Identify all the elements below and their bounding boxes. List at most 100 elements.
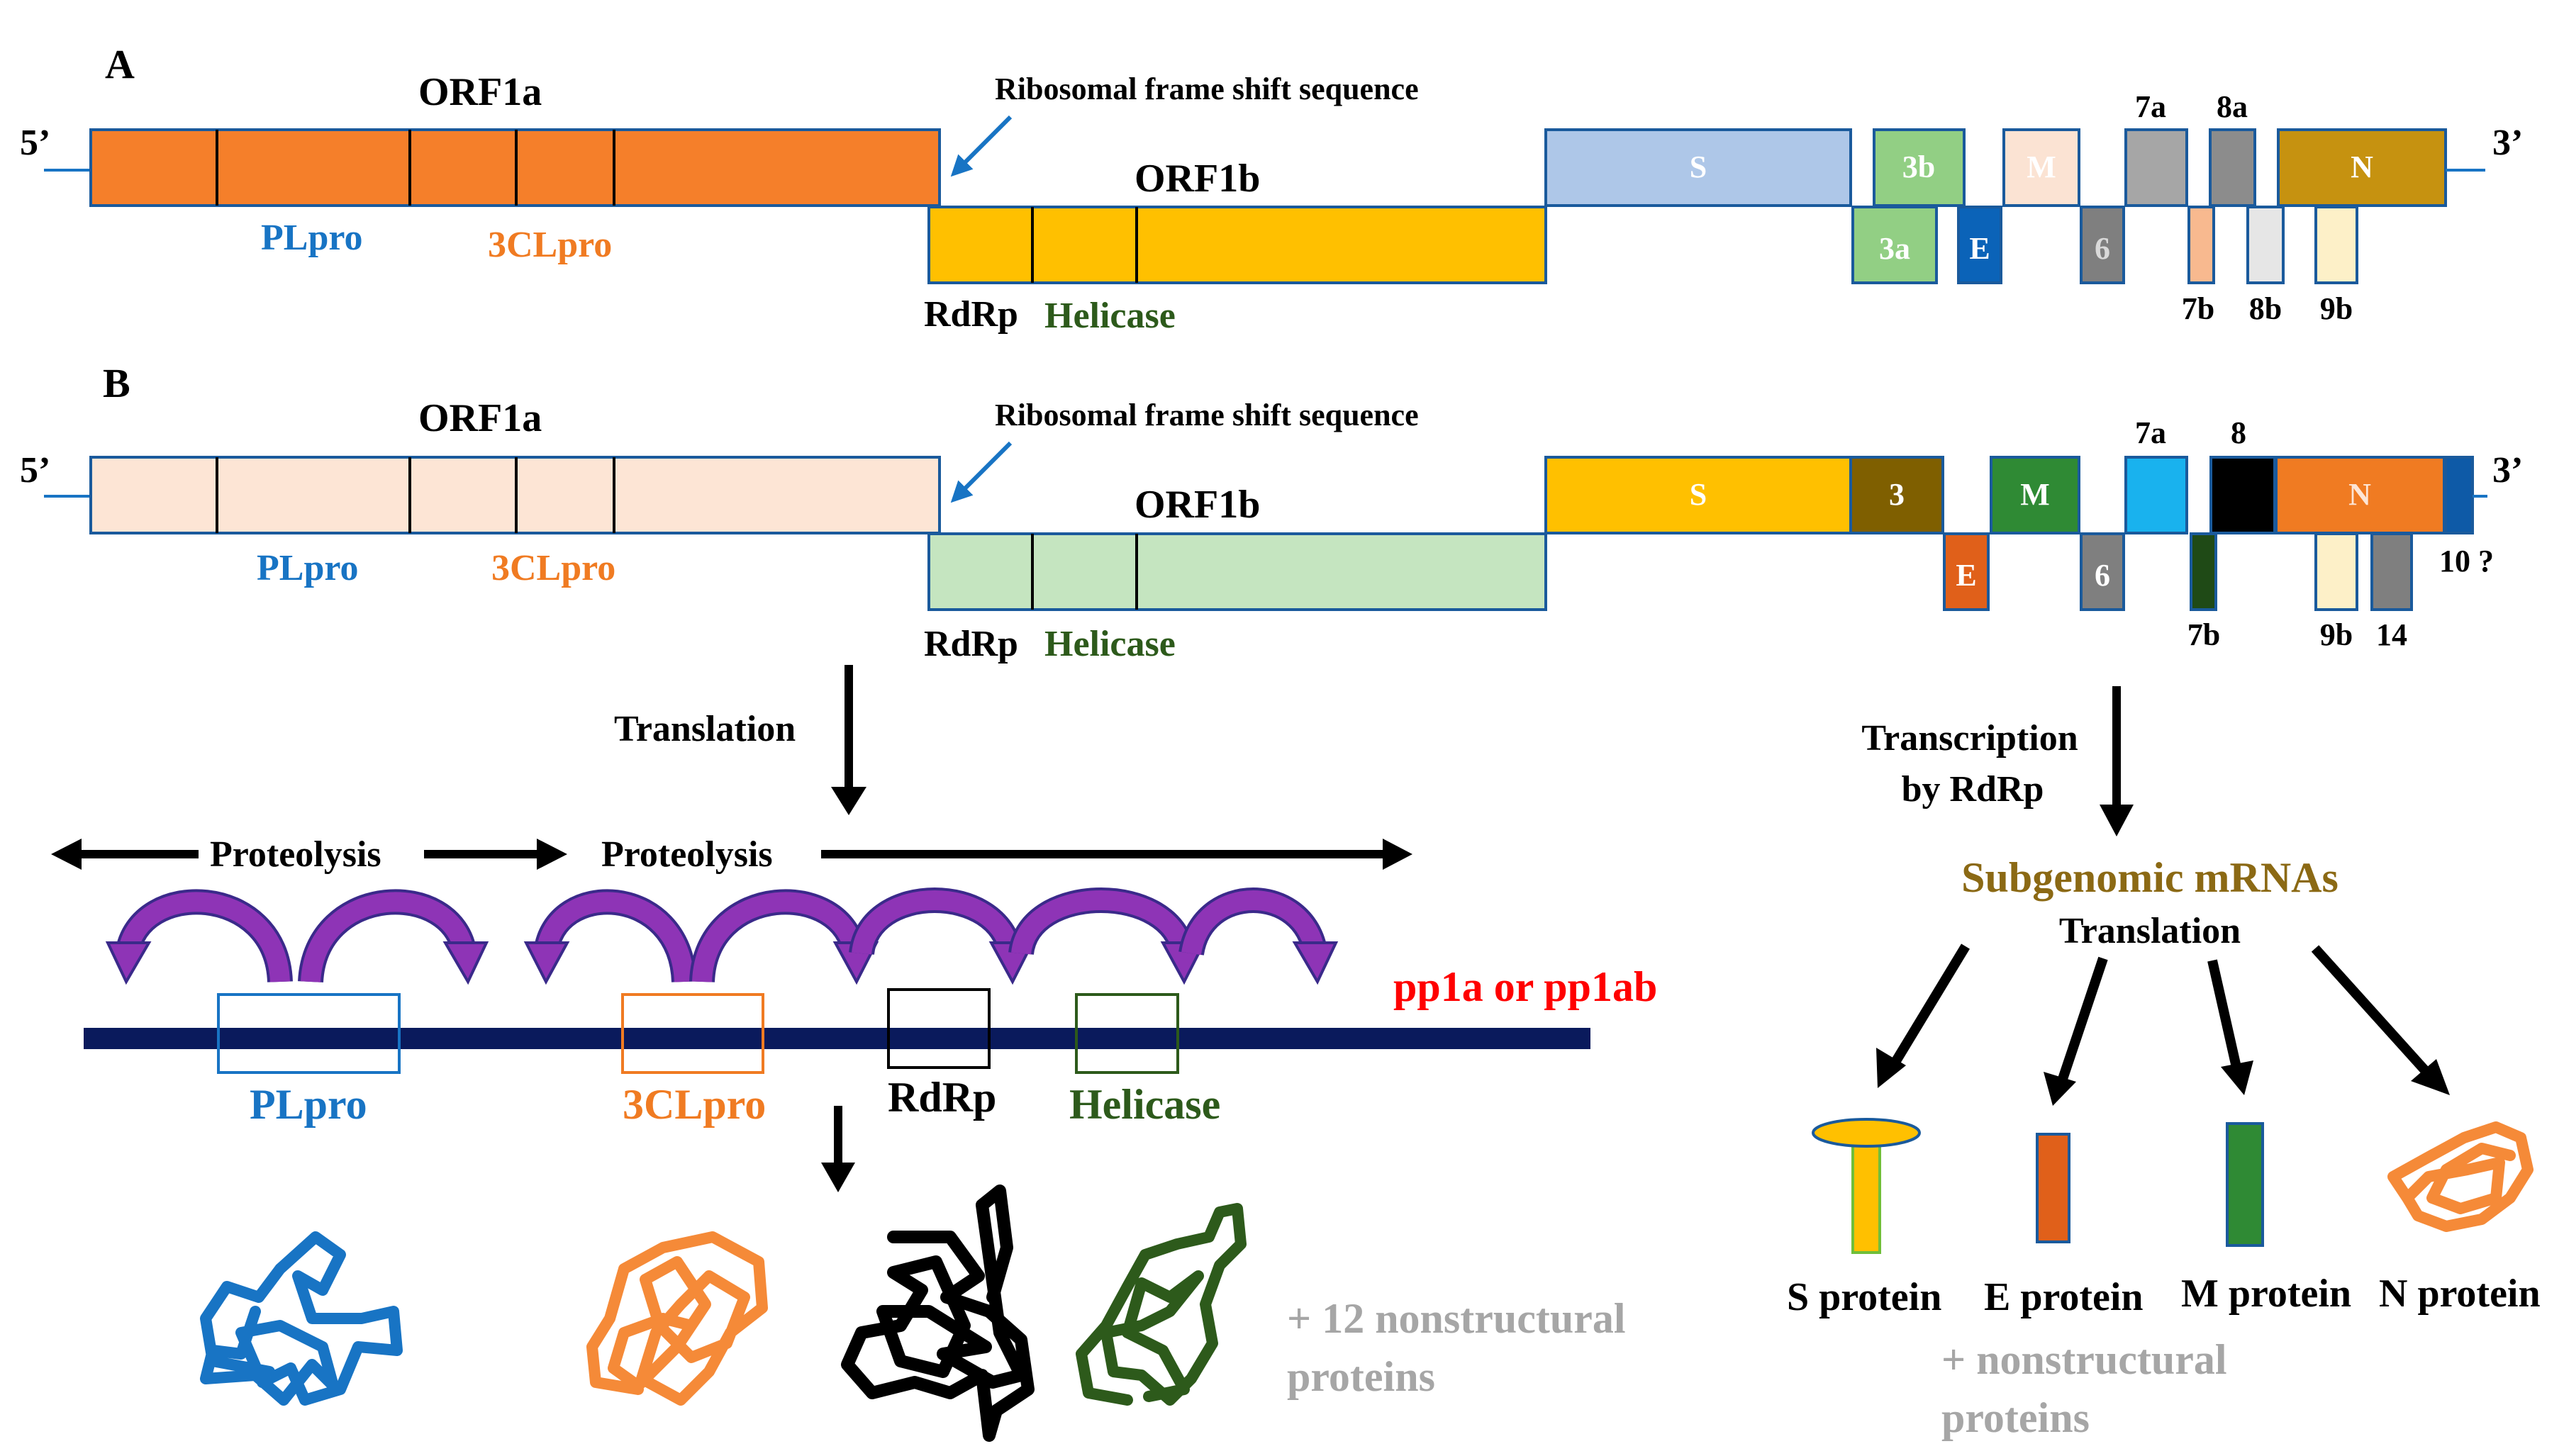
- gene-7b-label: 7b: [2182, 291, 2214, 326]
- proteolysis-arrowhead-mid: [537, 839, 567, 870]
- n-protein-folded: [2387, 1121, 2534, 1232]
- gene-s-box: [1544, 128, 1852, 207]
- gene-8a-box: [2209, 128, 2256, 207]
- helicase-domain-box: [1075, 993, 1179, 1074]
- gene-7a-box: [2124, 128, 2188, 207]
- translation-label: Translation: [614, 709, 796, 749]
- rdrp-folded-protein: [841, 1185, 1035, 1442]
- cleavage-arc: [536, 892, 694, 982]
- panel-a: A 5’ ORF1a Ribosomal frame shift sequenc…: [20, 41, 2523, 336]
- helicase-folded-protein: [1076, 1203, 1247, 1406]
- polyprotein-processing: Translation Proteolysis Proteolysis: [51, 665, 1657, 1442]
- gene-9b-label: 9b: [2320, 291, 2353, 326]
- proteolysis-arrowhead-left: [51, 839, 82, 870]
- gene-3b-box: [1873, 128, 1966, 207]
- five-prime-label: 5’: [20, 123, 50, 163]
- gene-e-box: [1957, 206, 2002, 284]
- transcription-label: by RdRp: [1902, 769, 2044, 810]
- gene-6-label: 6: [2095, 558, 2110, 593]
- gene-8-box: [2209, 456, 2276, 534]
- s-protein-arrow: [1890, 943, 1970, 1066]
- rdrp-label: RdRp: [924, 624, 1018, 664]
- polyprotein-label: pp1a or pp1ab: [1393, 963, 1657, 1010]
- three-prime-label: 3’: [2492, 450, 2523, 491]
- gene-s-label: S: [1690, 150, 1707, 184]
- gene-10-box: [2444, 456, 2474, 534]
- nonstructural-label: proteins: [1287, 1353, 1435, 1400]
- n-protein-arrow: [2311, 945, 2429, 1074]
- gene-e-label: E: [1969, 231, 1990, 266]
- helicase-label: Helicase: [1044, 296, 1176, 336]
- 3clpro-folded-protein: [586, 1231, 768, 1406]
- mrna-translation-label: Translation: [2059, 911, 2241, 951]
- plpro-folded-protein: [200, 1231, 403, 1406]
- plpro-domain-box: [217, 993, 401, 1074]
- gene-6-box: [2080, 206, 2125, 284]
- gene-s-label: S: [1690, 477, 1707, 512]
- m-protein-label: M protein: [2181, 1272, 2351, 1316]
- panel-a-label: A: [105, 41, 135, 87]
- 3clpro-domain-label: 3CLpro: [623, 1081, 766, 1128]
- orf1a-label: ORF1a: [418, 70, 542, 114]
- e-protein-arrowhead: [2044, 1072, 2076, 1106]
- gene-n-box: [2277, 128, 2447, 207]
- nonstructural-label: proteins: [1941, 1394, 2090, 1441]
- n-protein-label: N protein: [2379, 1272, 2541, 1316]
- m-protein-arrowhead: [2221, 1060, 2253, 1095]
- rdrp-domain-box: [887, 988, 991, 1069]
- gene-7a-box: [2124, 456, 2188, 534]
- m-protein-shape: [2226, 1122, 2264, 1247]
- subgenomic-expression: Transcription by RdRp Subgenomic mRNAs T…: [1787, 686, 2541, 1441]
- gene-3a-label: 3a: [1879, 231, 1910, 266]
- 3clpro-domain-box: [621, 993, 764, 1074]
- gene-e-label: E: [1956, 558, 1976, 593]
- gene-9b-box: [2314, 206, 2358, 284]
- cleavage-arcs: [105, 887, 1339, 985]
- panel-b-label: B: [103, 360, 130, 406]
- gene-m-label: M: [2020, 477, 2050, 512]
- cleavage-arc: [1181, 890, 1325, 956]
- orf1a-label: ORF1a: [418, 396, 542, 440]
- gene-10-label: 10 ?: [2439, 544, 2494, 578]
- translation-arrowhead: [831, 787, 866, 815]
- proteolysis-label-1: Proteolysis: [210, 834, 381, 875]
- plpro-label: PLpro: [261, 218, 363, 258]
- m-protein-arrow: [2207, 959, 2242, 1072]
- 3clpro-label: 3CLpro: [488, 225, 612, 265]
- orf1b-bar: [927, 206, 1547, 284]
- s-protein-arrowhead: [1876, 1048, 1906, 1088]
- gene-3b-label: 3b: [1902, 150, 1935, 184]
- gene-8-label: 8: [2231, 415, 2246, 450]
- gene-6-box: [2080, 532, 2125, 611]
- rdrp-domain-label: RdRp: [888, 1074, 996, 1121]
- nonstructural-label: + 12 nonstructural: [1287, 1295, 1626, 1342]
- frameshift-label: Ribosomal frame shift sequence: [995, 72, 1419, 106]
- n-protein-arrowhead: [2411, 1059, 2450, 1095]
- s-protein-head: [1812, 1118, 1921, 1148]
- gene-7b-box: [2187, 206, 2215, 284]
- s-protein-stalk: [1851, 1143, 1881, 1254]
- five-prime-label: 5’: [20, 450, 50, 491]
- gene-6-label: 6: [2095, 231, 2110, 266]
- cleavage-arrowhead: [442, 941, 489, 985]
- gene-n-label: N: [2351, 150, 2373, 184]
- cleavage-arc: [692, 892, 864, 982]
- gene-9b-label: 9b: [2320, 617, 2353, 652]
- rdrp-label: RdRp: [924, 294, 1018, 335]
- gene-3-label: 3: [1889, 477, 1905, 512]
- gene-m-box: [2002, 128, 2080, 207]
- subgenomic-mrnas-label: Subgenomic mRNAs: [1961, 854, 2339, 901]
- helicase-domain-label: Helicase: [1069, 1081, 1220, 1128]
- e-protein-shape: [2036, 1133, 2070, 1243]
- gene-7a-label: 7a: [2135, 89, 2166, 124]
- helicase-label: Helicase: [1044, 624, 1176, 664]
- cleavage-arrowhead: [1292, 941, 1339, 985]
- gene-8a-label: 8a: [2217, 89, 2248, 124]
- gene-7a-label: 7a: [2135, 415, 2166, 450]
- three-prime-label: 3’: [2492, 123, 2523, 163]
- orf1b-label: ORF1b: [1135, 483, 1260, 527]
- proteolysis-arrowhead-right: [1383, 839, 1412, 870]
- frameshift-arrow: [950, 115, 1013, 177]
- gene-8b-box: [2246, 206, 2285, 284]
